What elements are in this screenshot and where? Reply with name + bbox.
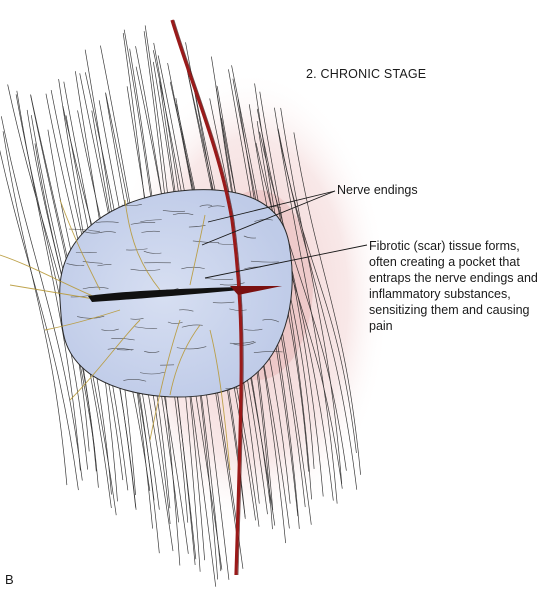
scar-texture-stroke <box>123 378 147 382</box>
scar-texture-stroke <box>233 341 256 346</box>
muscle-fiber-line <box>2 131 68 486</box>
scar-texture-stroke <box>66 263 85 266</box>
scar-texture-stroke <box>107 348 133 351</box>
scar-texture-stroke <box>162 210 186 212</box>
muscle-fiber-line <box>255 142 343 489</box>
muscle-fiber-line <box>277 128 358 490</box>
scar-texture-stroke <box>250 260 279 263</box>
scar-texture-stroke <box>243 235 256 239</box>
muscle-fiber-line <box>256 108 334 501</box>
muscle-fiber-line <box>15 94 89 470</box>
scar-texture-stroke <box>82 261 103 264</box>
fibrotic-tissue-label: Fibrotic (scar) tissue forms, often crea… <box>369 239 538 333</box>
scar-texture-stroke <box>179 309 194 312</box>
scar-texture-stroke <box>172 213 194 216</box>
scar-texture-stroke <box>116 348 134 351</box>
scar-texture-stroke <box>82 230 102 234</box>
muscle-fiber-line <box>293 132 361 475</box>
muscle-fiber-line <box>274 107 338 504</box>
scar-texture-stroke <box>130 268 161 271</box>
scar-texture-stroke <box>134 326 158 329</box>
muscle-fiber-line <box>7 84 96 450</box>
scar-texture-stroke <box>212 301 235 304</box>
scar-texture-stroke <box>192 240 220 243</box>
scar-texture-stroke <box>199 204 213 207</box>
scar-texture-stroke <box>87 229 100 232</box>
scar-texture-stroke <box>95 221 119 223</box>
scar-texture-stroke <box>143 250 162 254</box>
scar-texture-stroke <box>205 278 234 280</box>
stage-title: 2. CHRONIC STAGE <box>306 67 427 81</box>
muscle-fiber-line <box>259 131 347 471</box>
scar-texture-stroke <box>229 308 247 311</box>
scar-texture-stroke <box>140 219 162 223</box>
muscle-fiber-line <box>259 91 324 497</box>
fibrotic-leader <box>204 244 368 279</box>
muscle-fiber-line <box>280 107 343 484</box>
scar-texture-stroke <box>243 328 263 331</box>
scar-texture-stroke <box>167 321 183 325</box>
scar-texture-stroke <box>100 231 116 233</box>
scar-texture-stroke <box>139 371 165 375</box>
scar-texture-stroke <box>121 203 142 207</box>
nerve-endings-leader-2 <box>201 190 336 246</box>
nerve-endings-leader-1 <box>207 190 336 223</box>
scar-texture-stroke <box>101 328 119 332</box>
nerve-fiber <box>170 19 243 576</box>
scar-texture-stroke <box>176 346 207 350</box>
nerve-endings-label: Nerve endings <box>337 183 418 197</box>
scar-texture-stroke <box>181 324 203 328</box>
scar-texture-stroke <box>262 319 280 323</box>
scar-texture-stroke <box>130 318 144 320</box>
scar-texture-stroke <box>130 222 156 225</box>
lesion-tear <box>88 286 282 302</box>
panel-letter: B <box>5 572 14 587</box>
scar-texture-stroke <box>82 286 109 290</box>
scar-texture-stroke <box>208 205 225 208</box>
scar-texture-stroke <box>97 263 112 267</box>
scar-texture-stroke <box>181 266 205 270</box>
scar-texture-stroke <box>77 315 105 319</box>
scar-texture-stroke <box>188 225 206 228</box>
scar-texture-stroke <box>219 282 245 286</box>
muscle-fiber-line <box>0 116 83 481</box>
scar-texture-stroke <box>253 351 283 354</box>
scar-texture-stroke <box>141 230 160 233</box>
muscle-fiber-line <box>0 149 79 491</box>
scar-texture-stroke <box>144 351 160 353</box>
scar-texture-stroke <box>68 228 87 231</box>
